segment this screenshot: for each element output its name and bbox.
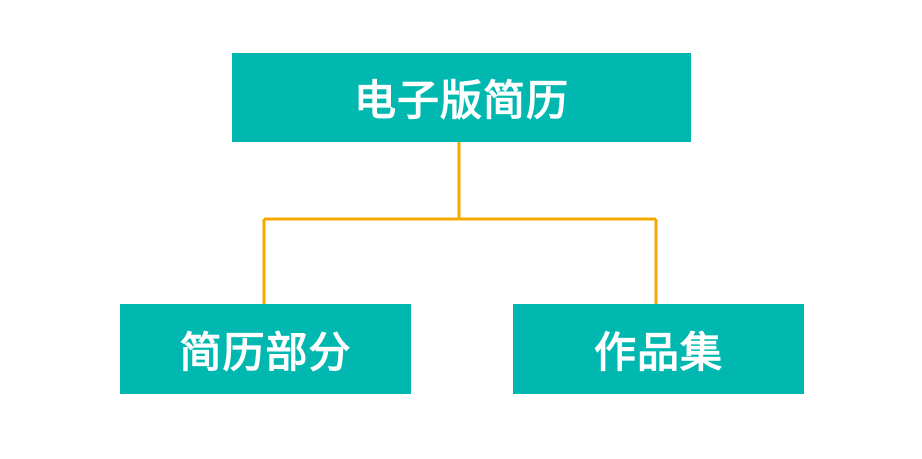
child-node-label: 作品集 bbox=[593, 327, 723, 377]
child-node-label: 简历部分 bbox=[179, 327, 352, 377]
root-node-electronic-resume: 电子版简历 bbox=[232, 53, 691, 142]
root-node-label: 电子版简历 bbox=[353, 76, 569, 125]
child-node-resume-section: 简历部分 bbox=[120, 304, 411, 394]
child-node-portfolio: 作品集 bbox=[513, 304, 804, 394]
